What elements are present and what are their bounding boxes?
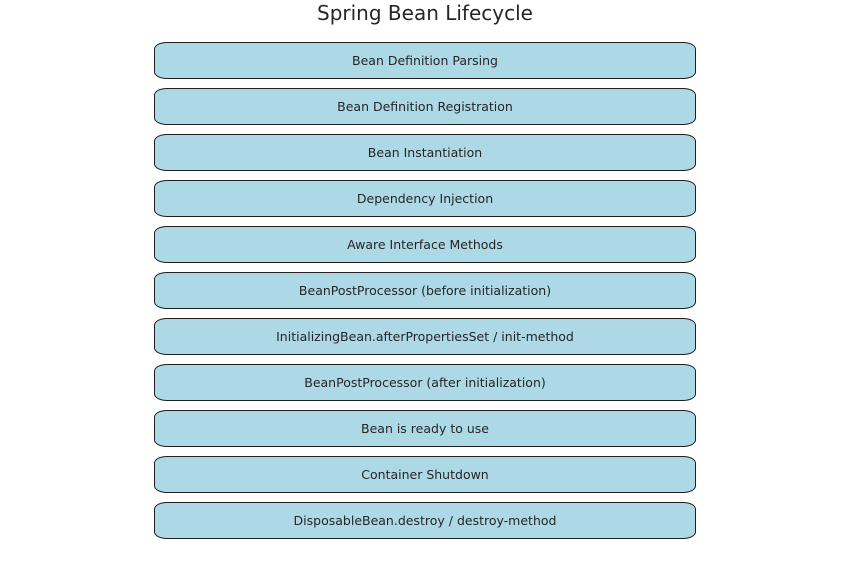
step-init-method: InitializingBean.afterPropertiesSet / in… [154,318,696,355]
step-bean-ready: Bean is ready to use [154,410,696,447]
step-destroy-method: DisposableBean.destroy / destroy-method [154,502,696,539]
step-post-processor-before-init: BeanPostProcessor (before initialization… [154,272,696,309]
step-label: Container Shutdown [361,467,489,482]
lifecycle-step-list: Bean Definition Parsing Bean Definition … [154,42,696,548]
step-bean-instantiation: Bean Instantiation [154,134,696,171]
step-label: Bean Instantiation [367,145,483,160]
step-label: Dependency Injection [356,191,494,206]
step-bean-definition-parsing: Bean Definition Parsing [154,42,696,79]
step-label: Bean Definition Registration [337,99,513,114]
step-container-shutdown: Container Shutdown [154,456,696,493]
step-label: BeanPostProcessor (after initialization) [304,375,546,390]
step-label: InitializingBean.afterPropertiesSet / in… [276,329,574,344]
diagram-title: Spring Bean Lifecycle [317,1,533,25]
step-label: BeanPostProcessor (before initialization… [298,283,552,298]
step-label: Bean Definition Parsing [352,53,498,68]
step-dependency-injection: Dependency Injection [154,180,696,217]
step-post-processor-after-init: BeanPostProcessor (after initialization) [154,364,696,401]
step-aware-interface-methods: Aware Interface Methods [154,226,696,263]
step-label: DisposableBean.destroy / destroy-method [293,513,557,528]
step-label: Bean is ready to use [361,421,489,436]
step-bean-definition-registration: Bean Definition Registration [154,88,696,125]
step-label: Aware Interface Methods [347,237,503,252]
